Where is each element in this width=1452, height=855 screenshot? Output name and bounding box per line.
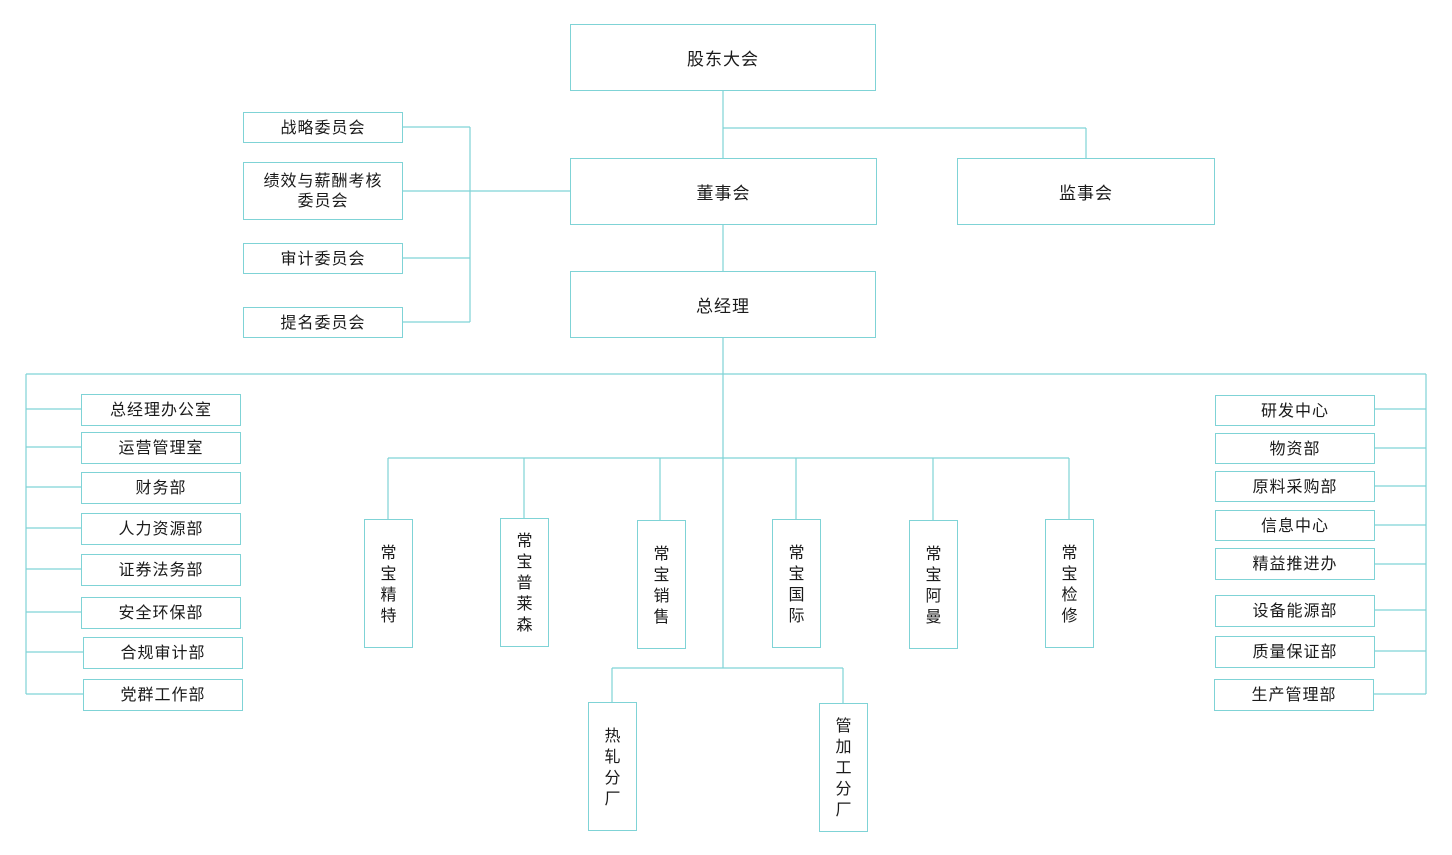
department-label: 总经理办公室 bbox=[109, 400, 212, 419]
committee-label: 战略委员会 bbox=[280, 117, 366, 137]
department-label: 生产管理部 bbox=[1251, 685, 1337, 704]
left-department: 人力资源部 bbox=[81, 513, 241, 545]
subsidiary-label: 常 宝 精 特 bbox=[380, 542, 397, 625]
subsidiary-label: 常 宝 销 售 bbox=[653, 543, 670, 626]
committee-label: 提名委员会 bbox=[280, 312, 366, 332]
subsidiary-label: 常 宝 普 莱 森 bbox=[516, 531, 533, 634]
committee-label: 绩效与薪酬考核 委员会 bbox=[263, 171, 383, 210]
left-department: 证券法务部 bbox=[81, 554, 241, 586]
department-label: 原料采购部 bbox=[1252, 476, 1338, 496]
subsidiary-box: 常 宝 检 修 bbox=[1045, 519, 1094, 648]
department-label: 设备能源部 bbox=[1252, 601, 1338, 620]
department-label: 证券法务部 bbox=[118, 560, 204, 579]
left-department: 财务部 bbox=[81, 472, 241, 504]
department-label: 运营管理室 bbox=[118, 438, 204, 457]
general-manager-label: 总经理 bbox=[696, 297, 750, 317]
committee-audit: 审计委员会 bbox=[243, 243, 403, 274]
right-department: 研发中心 bbox=[1215, 395, 1375, 426]
subsidiary-box: 常 宝 国 际 bbox=[772, 519, 821, 648]
factory-box: 管 加 工 分 厂 bbox=[819, 703, 868, 832]
board-of-directors-box: 董事会 bbox=[570, 158, 877, 225]
right-department: 信息中心 bbox=[1215, 510, 1375, 541]
department-label: 安全环保部 bbox=[118, 603, 204, 622]
right-department: 生产管理部 bbox=[1214, 679, 1374, 711]
committee-label: 审计委员会 bbox=[280, 248, 366, 268]
factory-box: 热 轧 分 厂 bbox=[588, 702, 637, 831]
department-label: 人力资源部 bbox=[118, 519, 204, 538]
shareholders-meeting-box: 股东大会 bbox=[570, 24, 876, 91]
department-label: 物资部 bbox=[1269, 438, 1321, 458]
department-label: 信息中心 bbox=[1260, 515, 1329, 535]
department-label: 质量保证部 bbox=[1252, 642, 1338, 661]
right-department: 物资部 bbox=[1215, 433, 1375, 464]
left-department: 总经理办公室 bbox=[81, 394, 241, 426]
general-manager-box: 总经理 bbox=[570, 271, 876, 338]
subsidiary-label: 常 宝 阿 曼 bbox=[925, 543, 942, 626]
department-label: 研发中心 bbox=[1260, 400, 1329, 420]
subsidiary-box: 常 宝 销 售 bbox=[637, 520, 686, 649]
shareholders-meeting-label: 股东大会 bbox=[687, 50, 759, 70]
subsidiary-box: 常 宝 阿 曼 bbox=[909, 520, 958, 649]
factory-label: 热 轧 分 厂 bbox=[604, 725, 621, 808]
right-department: 原料采购部 bbox=[1215, 471, 1375, 502]
committee-nomination: 提名委员会 bbox=[243, 307, 403, 338]
committee-strategy: 战略委员会 bbox=[243, 112, 403, 143]
department-label: 精益推进办 bbox=[1252, 554, 1338, 573]
supervisory-board-label: 监事会 bbox=[1059, 184, 1113, 204]
department-label: 党群工作部 bbox=[120, 685, 206, 704]
subsidiary-label: 常 宝 国 际 bbox=[788, 542, 805, 625]
subsidiary-box: 常 宝 精 特 bbox=[364, 519, 413, 648]
factory-label: 管 加 工 分 厂 bbox=[835, 716, 852, 819]
right-department: 质量保证部 bbox=[1215, 636, 1375, 668]
department-label: 财务部 bbox=[135, 478, 187, 497]
committee-performance-compensation: 绩效与薪酬考核 委员会 bbox=[243, 162, 403, 220]
right-department: 设备能源部 bbox=[1215, 595, 1375, 627]
left-department: 运营管理室 bbox=[81, 432, 241, 464]
left-department: 合规审计部 bbox=[83, 637, 243, 669]
subsidiary-label: 常 宝 检 修 bbox=[1061, 542, 1078, 625]
left-department: 安全环保部 bbox=[81, 597, 241, 629]
board-of-directors-label: 董事会 bbox=[696, 184, 751, 204]
left-department: 党群工作部 bbox=[83, 679, 243, 711]
subsidiary-box: 常 宝 普 莱 森 bbox=[500, 518, 549, 647]
department-label: 合规审计部 bbox=[120, 643, 206, 662]
supervisory-board-box: 监事会 bbox=[957, 158, 1215, 225]
right-department: 精益推进办 bbox=[1215, 548, 1375, 580]
